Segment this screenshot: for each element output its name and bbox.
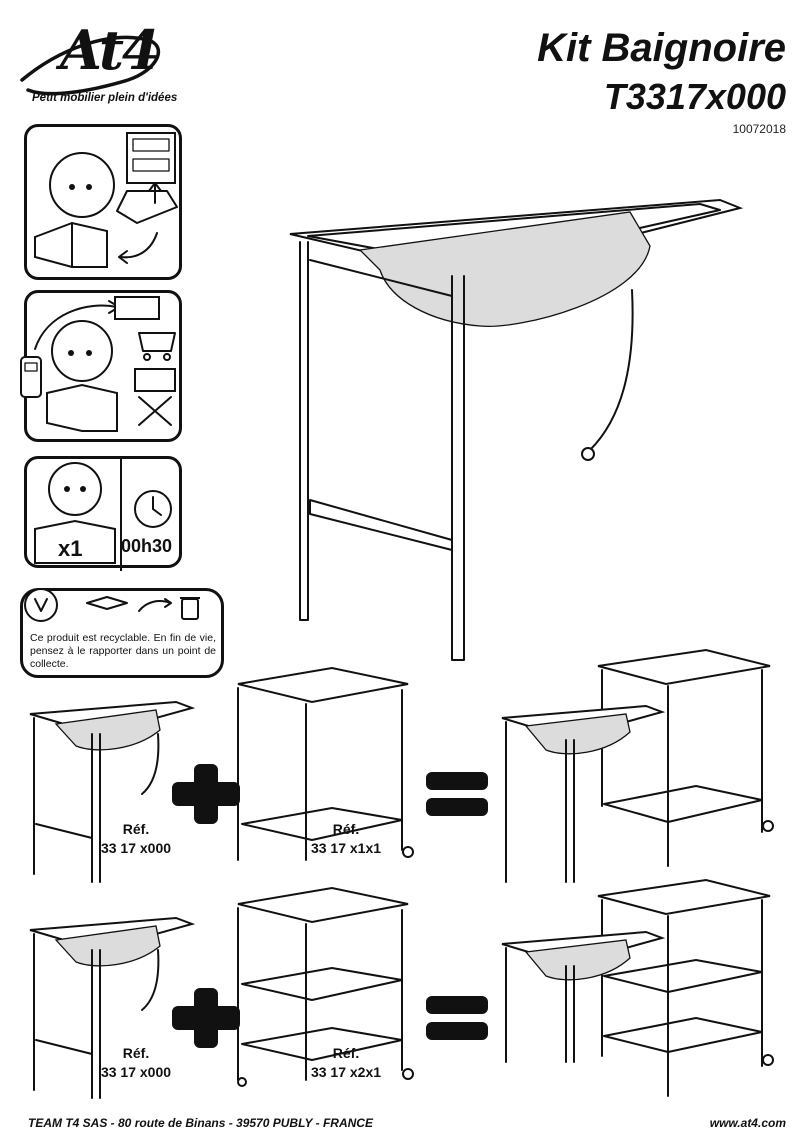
- phone-icon: [20, 356, 42, 398]
- logo-text: At4: [60, 18, 159, 82]
- combo1-part-a-ref: Réf. 33 17 x000: [86, 820, 186, 858]
- equals-sign: [426, 772, 488, 816]
- person-reading-icon: [34, 132, 178, 268]
- ref-code: 33 17 x000: [100, 1063, 172, 1080]
- recycle-text: Ce produit est recyclable. En fin de vie…: [30, 632, 216, 670]
- ref-label: Réf.: [122, 1045, 150, 1061]
- ref-label: Réf.: [122, 821, 150, 837]
- ref-code: 33 17 x2x1: [310, 1063, 382, 1080]
- combo2-table-drawing: [237, 886, 414, 1087]
- person-icon: [34, 459, 122, 571]
- panel-missing-parts: [20, 290, 182, 442]
- plus-sign: [172, 988, 240, 1048]
- combo2-part-b-ref: Réf. 33 17 x2x1: [296, 1044, 396, 1082]
- combo2-bath-kit-drawing: [29, 916, 196, 1099]
- parts-checklist-icon: [34, 296, 176, 432]
- product-reference: T3317x000: [603, 76, 786, 117]
- combo1-part-b-ref: Réf. 33 17 x1x1: [296, 820, 396, 858]
- combo2-result-drawing: [501, 878, 774, 1097]
- persons-count: x1: [58, 536, 83, 561]
- ref-label: Réf.: [332, 821, 360, 837]
- logo-swoosh: [20, 35, 161, 96]
- combo1-table-drawing: [237, 666, 414, 861]
- page-title: Kit Baignoire: [537, 26, 786, 70]
- footer-address: TEAM T4 SAS - 80 route de Binans - 39570…: [28, 1116, 373, 1130]
- combo1-result-drawing: [501, 648, 774, 883]
- bath-stand-drawing: [289, 198, 744, 661]
- ref-label: Réf.: [332, 1045, 360, 1061]
- trash-bin-icon: [180, 597, 200, 620]
- footer-website[interactable]: www.at4.com: [709, 1116, 786, 1130]
- brand-logo: [18, 10, 218, 120]
- ref-code: 33 17 x000: [100, 839, 172, 856]
- document-number: 10072018: [732, 122, 786, 136]
- panel-read-instructions: [24, 124, 182, 280]
- ref-code: 33 17 x1x1: [310, 839, 382, 856]
- panel-persons-time: [24, 456, 182, 571]
- recycle-icon: [24, 588, 172, 622]
- brand-tagline: Petit mobilier plein d'idées: [32, 92, 178, 104]
- combo2-part-a-ref: Réf. 33 17 x000: [86, 1044, 186, 1082]
- plus-sign: [172, 764, 240, 824]
- panel-recycle: [20, 588, 224, 678]
- equals-sign: [426, 996, 488, 1040]
- assembly-duration: 00h30: [121, 536, 173, 556]
- combo1-bath-kit-drawing: [29, 700, 196, 883]
- clock-icon: [134, 490, 172, 528]
